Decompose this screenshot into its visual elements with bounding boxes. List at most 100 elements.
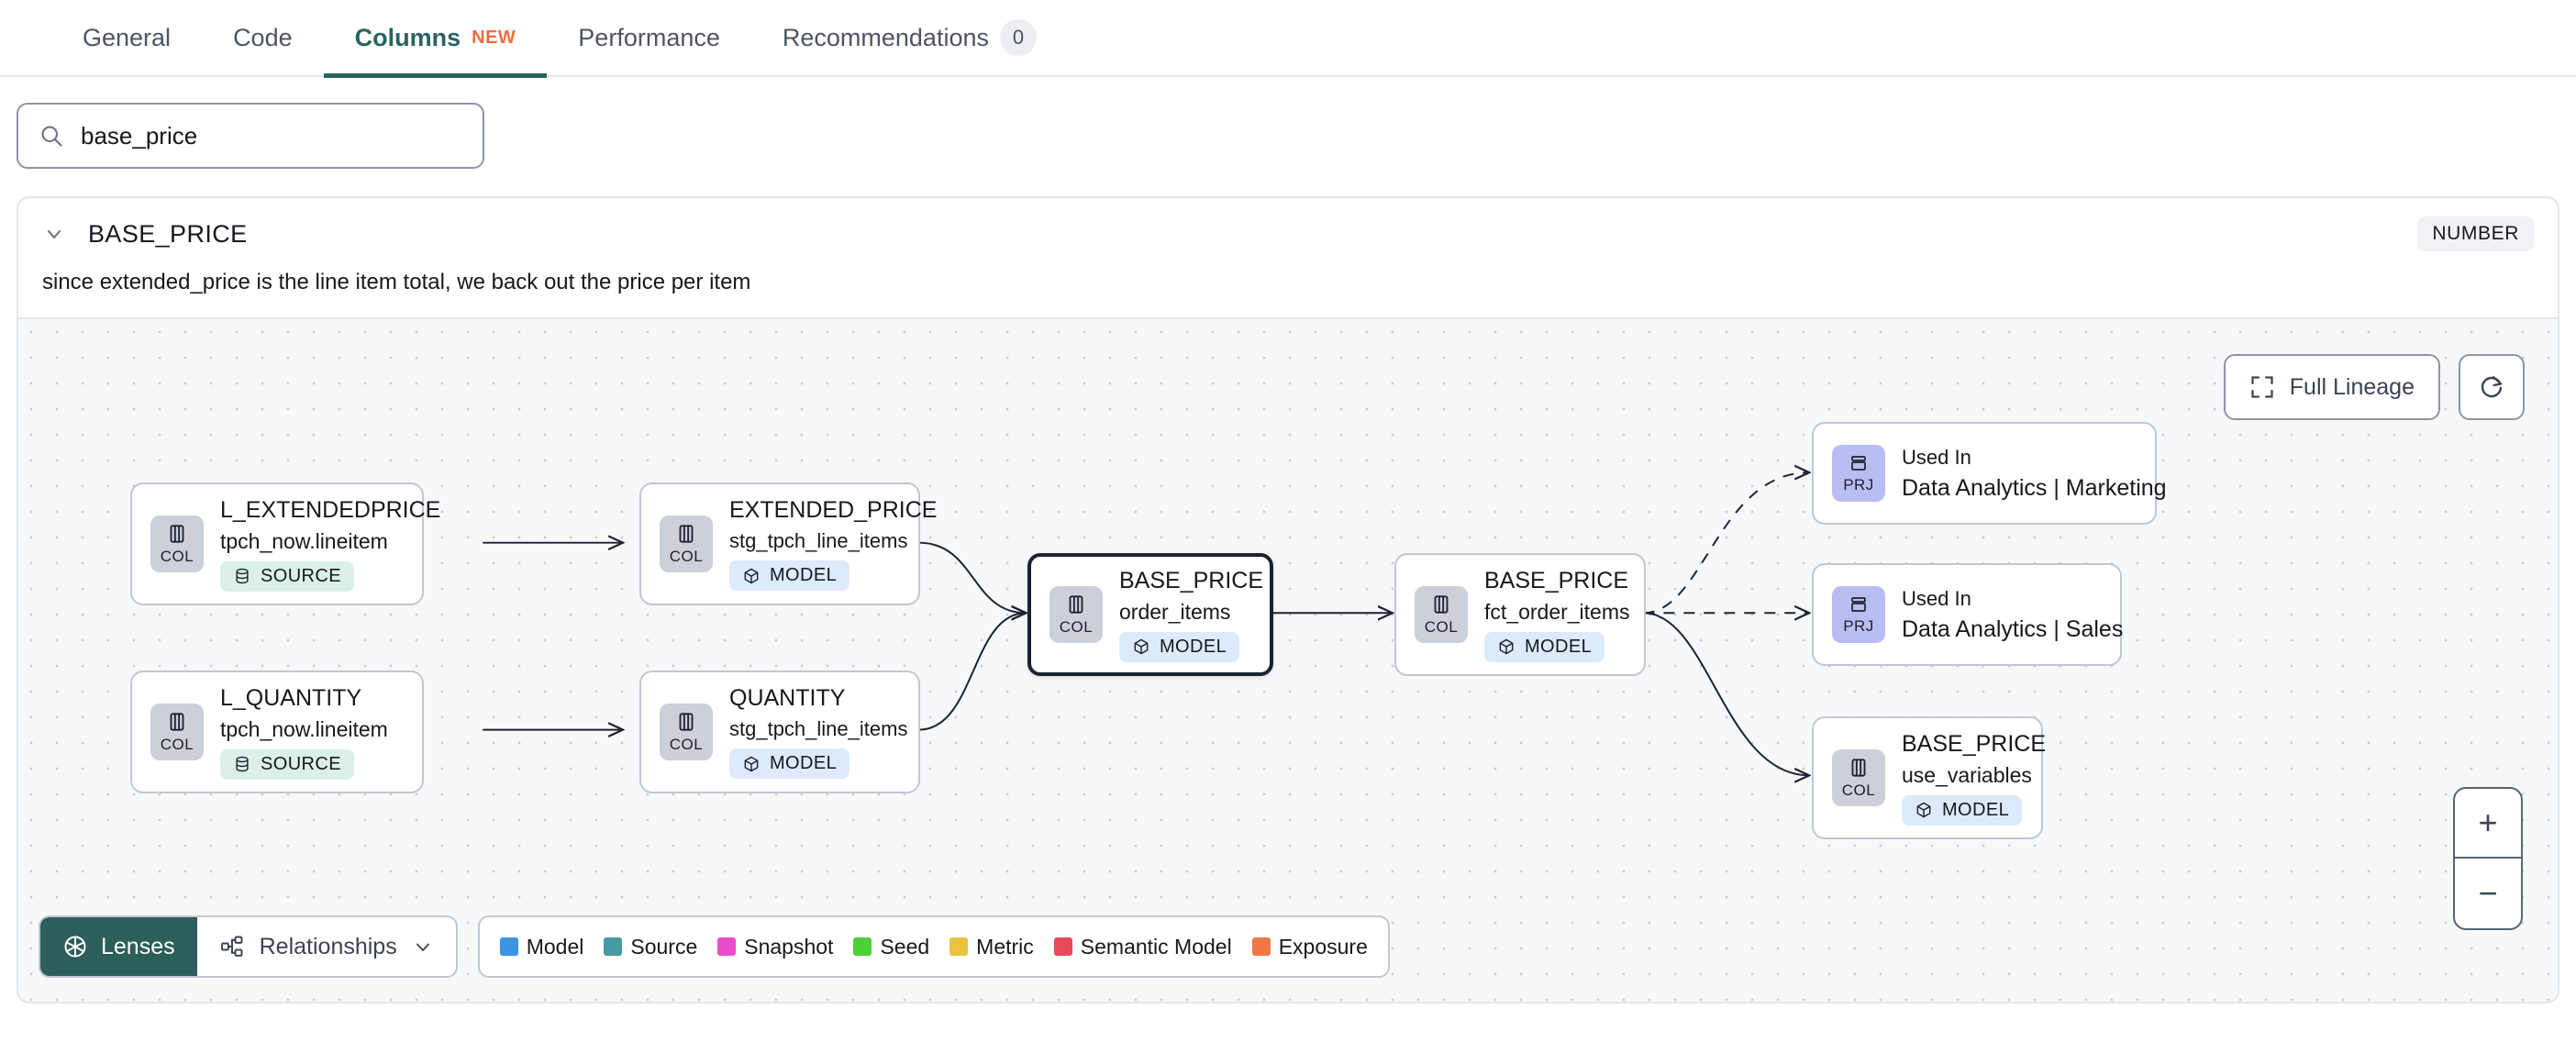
legend-item-snapshot: Snapshot <box>717 935 833 959</box>
full-lineage-button[interactable]: Full Lineage <box>2223 354 2440 420</box>
legend-item-exposure: Exposure <box>1251 934 1368 959</box>
node-body: L_QUANTITY tpch_now.lineitem SOURCE <box>220 685 388 780</box>
tab-label: Code <box>233 23 293 51</box>
lineage-node-l-extendedprice[interactable]: COL L_EXTENDEDPRICE tpch_now.lineitem SO… <box>130 482 440 605</box>
column-header: BASE_PRICE NUMBER <box>18 198 2558 270</box>
node-type-tag: MODEL <box>729 748 850 779</box>
legend-item-metric: Metric <box>949 935 1034 959</box>
col-badge: COL <box>150 704 204 760</box>
search-area <box>0 77 2576 169</box>
tab-label: Recommendations <box>782 23 989 51</box>
zoom-out-button[interactable]: − <box>2478 874 2498 912</box>
node-type-tag-label: MODEL <box>1160 636 1227 657</box>
col-badge: COL <box>1832 749 1885 806</box>
node-type-legend: Model Source Snapshot Seed Metric <box>477 915 1390 978</box>
node-body: L_EXTENDEDPRICE tpch_now.lineitem SOURCE <box>220 497 440 592</box>
lineage-node-base-price-order-items[interactable]: COL BASE_PRICE order_items MODEL <box>1027 553 1273 676</box>
legend-swatch <box>499 937 518 956</box>
lineage-node-project-sales[interactable]: PRJ Used In Data Analytics | Sales <box>1812 563 2123 666</box>
node-type-tag-label: MODEL <box>1525 636 1593 657</box>
zoom-in-button[interactable]: + <box>2455 789 2521 859</box>
search-input[interactable] <box>81 121 462 150</box>
graph-top-controls: Full Lineage <box>2223 354 2525 420</box>
col-badge: COL <box>1049 586 1103 643</box>
node-subtitle: order_items <box>1119 599 1231 624</box>
relationships-label: Relationships <box>259 933 397 959</box>
tab-columns[interactable]: Columns NEW <box>323 0 548 78</box>
legend-swatch <box>853 937 872 956</box>
lineage-node-project-marketing[interactable]: PRJ Used In Data Analytics | Marketing <box>1812 422 2167 525</box>
lineage-node-extended-price[interactable]: COL EXTENDED_PRICE stg_tpch_line_items M… <box>639 482 937 605</box>
node-title: EXTENDED_PRICE <box>729 497 938 523</box>
node-title: L_EXTENDEDPRICE <box>220 496 441 523</box>
node-subtitle: fct_order_items <box>1484 599 1630 624</box>
col-badge-label: COL <box>160 548 194 565</box>
node-title: QUANTITY <box>729 685 846 711</box>
chevron-down-icon <box>412 936 434 958</box>
node-body: Used In Data Analytics | Marketing <box>1902 446 2167 502</box>
expand-icon <box>2249 374 2275 400</box>
aperture-icon <box>62 934 88 959</box>
zoom-controls: + − <box>2453 787 2523 930</box>
node-subtitle: use_variables <box>1902 762 2032 787</box>
lenses-button[interactable]: Lenses <box>40 917 197 976</box>
node-type-tag-label: SOURCE <box>261 565 341 586</box>
legend-label: Seed <box>880 934 930 959</box>
search-box[interactable] <box>17 103 484 169</box>
tab-recommendations-count: 0 <box>1000 19 1037 56</box>
legend-label: Exposure <box>1278 934 1368 959</box>
page-title: BASE_PRICE <box>88 219 248 248</box>
refresh-button[interactable] <box>2459 354 2525 420</box>
tab-new-badge: NEW <box>472 27 516 48</box>
node-type-tag-label: MODEL <box>770 753 838 773</box>
col-badge-label: COL <box>1841 781 1876 799</box>
node-type-tag-label: MODEL <box>1942 799 2010 820</box>
node-usedin-label: Used In <box>1902 445 1971 469</box>
tab-label: Performance <box>578 23 720 51</box>
node-type-tag: MODEL <box>1902 794 2023 826</box>
column-detail-card: BASE_PRICE NUMBER since extended_price i… <box>17 196 2559 1003</box>
node-usedin-label: Used In <box>1902 586 1971 610</box>
lineage-node-quantity[interactable]: COL QUANTITY stg_tpch_line_items MODEL <box>639 671 920 793</box>
node-type-tag: SOURCE <box>220 748 354 780</box>
column-type-badge: NUMBER <box>2417 216 2534 251</box>
node-title: BASE_PRICE <box>1902 730 2047 757</box>
tab-performance[interactable]: Performance <box>547 0 751 76</box>
legend-label: Snapshot <box>744 934 834 959</box>
node-body: EXTENDED_PRICE stg_tpch_line_items MODEL <box>729 497 937 591</box>
lineage-node-l-quantity[interactable]: COL L_QUANTITY tpch_now.lineitem SOURCE <box>130 671 424 793</box>
lenses-label: Lenses <box>101 933 175 959</box>
chevron-down-icon[interactable] <box>42 222 66 246</box>
col-badge-label: COL <box>669 548 704 565</box>
prj-badge-label: PRJ <box>1843 617 1874 635</box>
legend-swatch <box>604 937 623 956</box>
lineage-node-base-price-use-variables[interactable]: COL BASE_PRICE use_variables MODEL <box>1812 716 2047 839</box>
node-body: BASE_PRICE fct_order_items MODEL <box>1484 568 1630 662</box>
tab-recommendations[interactable]: Recommendations 0 <box>751 0 1068 76</box>
col-badge: COL <box>660 704 713 760</box>
node-title: BASE_PRICE <box>1119 567 1264 593</box>
node-subtitle: tpch_now.lineitem <box>220 716 388 741</box>
tab-code[interactable]: Code <box>202 0 324 76</box>
column-description: since extended_price is the line item to… <box>42 270 751 294</box>
col-badge: COL <box>150 515 204 572</box>
node-body: BASE_PRICE order_items MODEL <box>1119 568 1263 662</box>
node-type-tag-label: MODEL <box>770 565 838 585</box>
lineage-edges <box>483 319 2558 1002</box>
search-icon <box>39 123 64 149</box>
legend-label: Semantic Model <box>1080 934 1232 959</box>
full-lineage-label: Full Lineage <box>2289 373 2415 400</box>
legend-swatch <box>949 937 969 956</box>
node-type-tag: SOURCE <box>220 560 354 592</box>
legend-label: Metric <box>976 934 1034 959</box>
lineage-graph-canvas[interactable]: COL L_EXTENDEDPRICE tpch_now.lineitem SO… <box>18 317 2558 1002</box>
node-subtitle: tpch_now.lineitem <box>220 528 388 553</box>
lineage-node-base-price-fct-order-items[interactable]: COL BASE_PRICE fct_order_items MODEL <box>1394 553 1646 676</box>
tab-general[interactable]: General <box>51 0 202 76</box>
tab-label: General <box>83 23 172 51</box>
legend-label: Source <box>630 934 698 959</box>
col-badge: COL <box>660 515 713 572</box>
relationships-button[interactable]: Relationships <box>197 917 456 976</box>
node-subtitle: stg_tpch_line_items <box>729 529 908 552</box>
prj-badge: PRJ <box>1832 445 1885 502</box>
